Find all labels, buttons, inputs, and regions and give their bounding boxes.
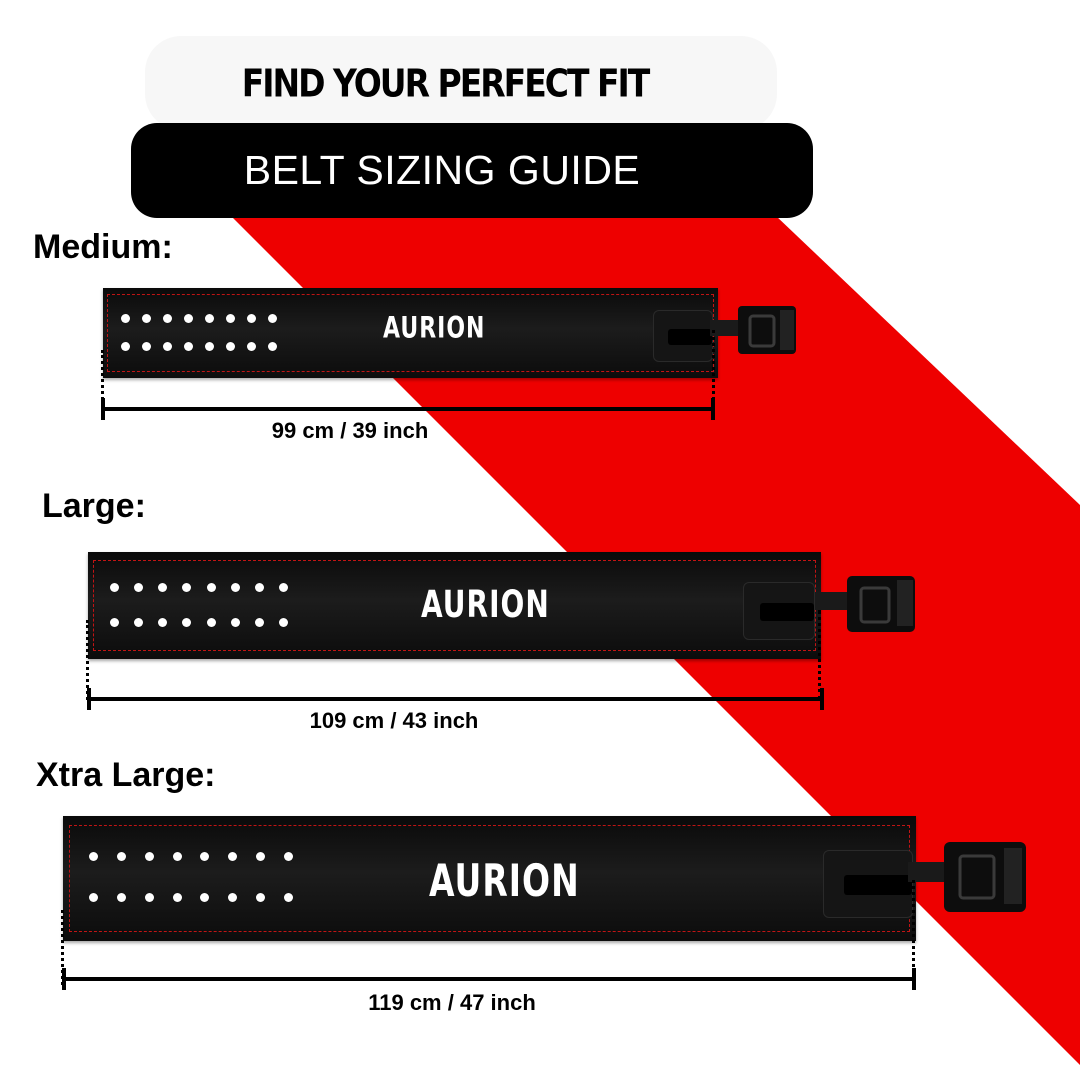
belt-hole [172, 852, 182, 861]
belt-hole [158, 618, 168, 627]
belt-hole [121, 313, 130, 323]
measurement-medium: 99 cm / 39 inch [271, 418, 429, 443]
belt-hole [133, 583, 143, 592]
brand-logo: AURION [429, 854, 580, 907]
belt-holes [115, 304, 283, 360]
belt-hole [184, 341, 193, 351]
belt-hole [226, 341, 235, 351]
belt-hole [142, 341, 151, 351]
measure-tick-left [101, 398, 105, 420]
belt-hole [142, 313, 151, 323]
belt-hole [255, 852, 265, 861]
belt-holes [80, 836, 302, 918]
belt-medium: AURION [103, 288, 718, 378]
belt-keeper [823, 850, 913, 918]
belt-hole [206, 583, 216, 592]
belt-hole [228, 852, 238, 861]
belt-large: AURION [88, 552, 821, 659]
belt-hole [172, 893, 182, 902]
belt-hole [89, 893, 99, 902]
measure-tick-right [820, 688, 824, 710]
tagline: FIND YOUR PERFECT FIT [241, 61, 651, 106]
measure-marker-left [101, 350, 104, 412]
belt-hole [230, 583, 240, 592]
measure-line-xtra-large [63, 977, 916, 981]
belt-hole [133, 618, 143, 627]
page-title: BELT SIZING GUIDE [243, 147, 641, 193]
belt-hole [117, 893, 127, 902]
measure-marker-right [818, 610, 821, 700]
buckle-icon [710, 306, 796, 354]
brand-logo: AURION [383, 312, 486, 346]
tagline-background [145, 36, 777, 130]
belt-hole [163, 341, 172, 351]
measure-tick-right [912, 968, 916, 990]
belt-hole [247, 341, 256, 351]
belt-hole [182, 583, 192, 592]
belt-hole [255, 893, 265, 902]
belt-hole [255, 583, 265, 592]
belt-hole [205, 313, 214, 323]
belt-xtra-large: AURION [63, 816, 916, 941]
belt-hole [283, 852, 293, 861]
measure-line-large [88, 697, 821, 701]
belt-hole [268, 313, 277, 323]
belt-hole [109, 618, 119, 627]
belt-hole [226, 313, 235, 323]
measure-marker-left [61, 910, 64, 985]
belt-hole [144, 893, 154, 902]
measurement-large: 109 cm / 43 inch [309, 708, 479, 733]
belt-hole [163, 313, 172, 323]
measure-tick-left [62, 968, 66, 990]
measurement-xtra-large: 119 cm / 47 inch [368, 990, 536, 1015]
belt-hole [255, 618, 265, 627]
belt-hole [182, 618, 192, 627]
belt-hole [279, 618, 289, 627]
belt-hole [184, 313, 193, 323]
measure-marker-left [86, 620, 89, 700]
belt-hole [228, 893, 238, 902]
title-banner: BELT SIZING GUIDE [131, 123, 813, 218]
belt-keeper [653, 310, 713, 362]
buckle-icon [908, 842, 1026, 912]
belt-hole [279, 583, 289, 592]
belt-hole [121, 341, 130, 351]
measure-line-medium [103, 407, 715, 411]
belt-hole [109, 583, 119, 592]
belt-hole [89, 852, 99, 861]
belt-hole [200, 893, 210, 902]
belt-hole [117, 852, 127, 861]
belt-hole [144, 852, 154, 861]
size-label-medium: Medium: [33, 228, 173, 266]
belt-holes [102, 570, 296, 640]
belt-hole [247, 313, 256, 323]
measure-tick-left [87, 688, 91, 710]
measure-marker-right [912, 880, 915, 985]
belt-hole [206, 618, 216, 627]
belt-hole [205, 341, 214, 351]
belt-hole [230, 618, 240, 627]
measure-marker-right [712, 330, 715, 412]
belt-hole [268, 341, 277, 351]
belt-hole [283, 893, 293, 902]
buckle-icon [815, 576, 915, 632]
measure-tick-right [711, 398, 715, 420]
belt-hole [200, 852, 210, 861]
size-label-large: Large: [42, 487, 146, 525]
size-label-xtra-large: Xtra Large: [36, 756, 216, 794]
belt-keeper [743, 582, 815, 640]
belt-hole [158, 583, 168, 592]
brand-logo: AURION [421, 582, 550, 627]
